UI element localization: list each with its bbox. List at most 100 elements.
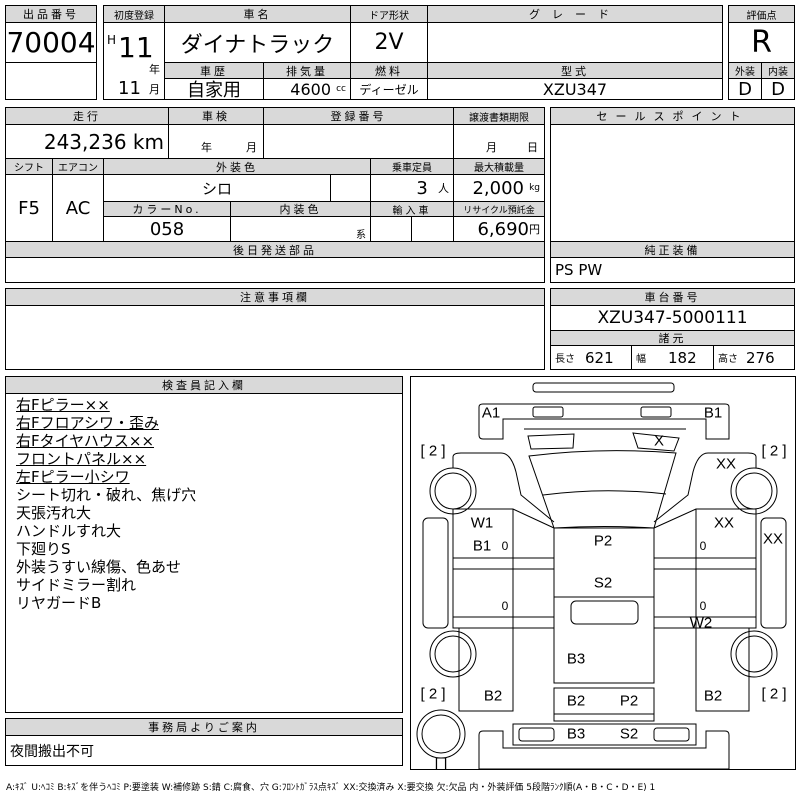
window-right bbox=[632, 432, 680, 452]
inspector-line: ハンドルすれ大 bbox=[16, 522, 122, 540]
history-label: 車歴 bbox=[164, 62, 264, 79]
int-score-label: 内装 bbox=[761, 62, 795, 79]
damage-mark: X bbox=[653, 432, 665, 450]
length-label: 長さ bbox=[555, 354, 575, 365]
equipment-label: 純正装備 bbox=[550, 241, 795, 258]
shift-value: F5 bbox=[5, 174, 53, 242]
damage-mark: S2 bbox=[619, 725, 639, 743]
damage-mark: B2 bbox=[566, 692, 586, 710]
inspector-line: シート切れ・破れ、焦げ穴 bbox=[16, 486, 197, 504]
ac-value: AC bbox=[52, 174, 104, 242]
color-no-value: 058 bbox=[103, 216, 231, 242]
office-label: 事務局よりご案内 bbox=[5, 718, 403, 736]
damage-mark: P2 bbox=[619, 692, 639, 710]
grade-value bbox=[427, 22, 723, 63]
rear-guard bbox=[478, 730, 730, 769]
inspector-line: サイドミラー割れ bbox=[16, 576, 137, 594]
inspector-line: フロントパネル×× bbox=[16, 450, 147, 468]
ac-label: エアコン bbox=[52, 158, 104, 175]
score-value: R bbox=[728, 22, 795, 63]
mileage-value: 243,236 km bbox=[5, 124, 169, 159]
right-door bbox=[653, 508, 757, 629]
panel-count-mark: [ 2 ] bbox=[420, 442, 446, 460]
inspection-year-unit: 年 bbox=[201, 141, 212, 154]
damage-mark: 0 bbox=[501, 599, 509, 613]
mileage-label: 走行 bbox=[5, 107, 169, 125]
inspection-cell: 年 月 bbox=[168, 124, 264, 159]
lot-empty bbox=[5, 62, 97, 100]
ext-color-label: 外装色 bbox=[103, 158, 371, 175]
left-door bbox=[452, 508, 555, 629]
car-name-label: 車名 bbox=[164, 5, 351, 23]
ext-color-value: シロ bbox=[103, 174, 331, 202]
truck-outline bbox=[416, 382, 787, 769]
inspector-label: 検査員記入欄 bbox=[5, 376, 403, 394]
damage-mark: 0 bbox=[699, 599, 707, 613]
damage-mark: B1 bbox=[703, 404, 723, 422]
height-label: 高さ bbox=[718, 354, 738, 365]
width-value: 182 bbox=[668, 348, 697, 367]
import-cell-2 bbox=[411, 216, 454, 242]
damage-mark: 0 bbox=[501, 539, 509, 553]
damage-mark: W1 bbox=[470, 514, 494, 532]
max-load-label: 最大積載量 bbox=[453, 158, 545, 175]
import-cell-1 bbox=[370, 216, 412, 242]
color-no-label: カラーNo. bbox=[103, 201, 231, 217]
office-value: 夜間搬出不可 bbox=[5, 735, 403, 766]
first-reg-year-cell: H 11 年 bbox=[103, 22, 165, 79]
equipment-value: PS PW bbox=[550, 257, 795, 283]
panel-count-mark: [ 2 ] bbox=[761, 442, 787, 460]
damage-mark: A1 bbox=[481, 404, 501, 422]
rear-bumper bbox=[512, 723, 697, 746]
import-label: 輸入車 bbox=[370, 201, 454, 217]
front-lamp-right bbox=[640, 406, 672, 418]
inspector-line: 右Fタイヤハウス×× bbox=[16, 432, 155, 450]
damage-mark: 0 bbox=[699, 539, 707, 553]
left-fender bbox=[452, 452, 555, 523]
height-value: 276 bbox=[746, 348, 775, 367]
height-cell: 高さ 276 bbox=[713, 345, 795, 370]
step-left bbox=[422, 517, 449, 629]
damage-mark: B3 bbox=[566, 650, 586, 668]
notes-value bbox=[5, 305, 545, 370]
displacement-cell: 4600 cc bbox=[263, 78, 351, 100]
fuel-value: ディーゼル bbox=[350, 78, 428, 100]
car-name: ダイナトラック bbox=[164, 22, 351, 63]
step-right bbox=[760, 517, 787, 629]
fuel-label: 燃料 bbox=[350, 62, 428, 79]
max-load-unit: kg bbox=[529, 183, 540, 193]
displacement-label: 排気量 bbox=[263, 62, 351, 79]
cargo-bed bbox=[553, 527, 655, 684]
wheel-rl bbox=[429, 630, 477, 678]
chassis-label: 車台番号 bbox=[550, 288, 795, 306]
reg-month: 11 bbox=[118, 78, 141, 99]
lot-number: 70004 bbox=[5, 22, 97, 63]
int-score: D bbox=[761, 78, 795, 100]
chassis-value: XZU347-5000111 bbox=[550, 305, 795, 331]
year-unit: 年 bbox=[149, 63, 160, 76]
inspector-line: 外装うすい線傷、色あせ bbox=[16, 558, 182, 576]
recycle-unit: 円 bbox=[529, 223, 540, 236]
roof-marker bbox=[532, 382, 675, 393]
damage-mark: W2 bbox=[689, 614, 713, 632]
damage-mark: B1 bbox=[472, 537, 492, 555]
history-value: 自家用 bbox=[164, 78, 264, 100]
displacement-value: 4600 bbox=[290, 79, 331, 99]
grade-label: グレード bbox=[427, 5, 723, 23]
score-label: 評価点 bbox=[728, 5, 795, 23]
recycle-label: リサイクル預託金 bbox=[453, 201, 545, 217]
max-load-cell: 2,000 kg bbox=[453, 174, 545, 202]
transfer-day-unit: 日 bbox=[527, 141, 538, 154]
wheel-fr bbox=[730, 467, 778, 515]
capacity-unit: 人 bbox=[438, 182, 449, 195]
rear-window bbox=[570, 600, 639, 625]
sales-point-value bbox=[550, 124, 795, 242]
inspection-label: 車検 bbox=[168, 107, 264, 125]
panel-count-mark: [ ] bbox=[434, 755, 448, 770]
ext-score-label: 外装 bbox=[728, 62, 762, 79]
rear-panel-left bbox=[458, 627, 514, 712]
inspector-line: リヤガードB bbox=[16, 594, 102, 612]
later-parts-value bbox=[5, 257, 545, 283]
